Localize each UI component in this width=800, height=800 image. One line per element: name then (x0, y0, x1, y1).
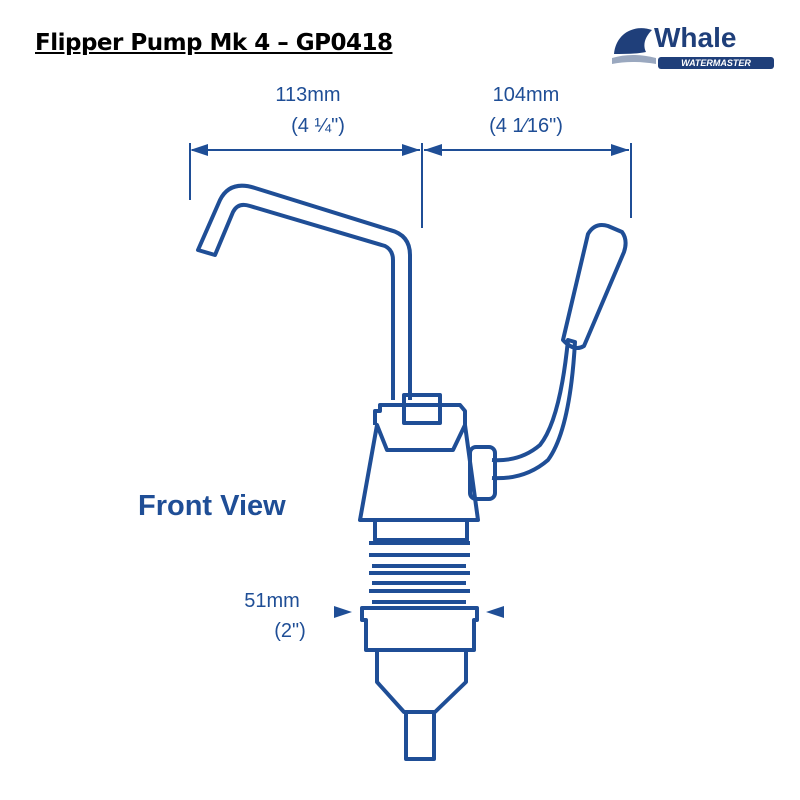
neck (373, 518, 469, 542)
dimension-arrows (190, 144, 629, 618)
spout-collar (402, 393, 442, 425)
page-title: Flipper Pump Mk 4 – GP0418 (35, 30, 393, 56)
logo-sub-text: WATERMASTER (681, 58, 751, 68)
threads (369, 541, 470, 604)
spout-reach-metric: 113mm (275, 84, 341, 106)
view-label: Front View (138, 490, 286, 522)
logo-brand-text: Whale (654, 22, 736, 53)
base-diameter-imperial: (2") (274, 620, 306, 642)
handle-reach-metric: 104mm (492, 84, 560, 106)
handle-grip (561, 223, 628, 350)
collar (360, 606, 479, 652)
inlet-stem (404, 710, 436, 761)
pump-body (358, 423, 480, 522)
handle-lever (491, 338, 577, 481)
funnel (375, 650, 468, 714)
spout-reach-imperial: (4 ¼") (291, 115, 345, 137)
whale-logo: Whale WATERMASTER (612, 18, 782, 72)
dimension-lines (189, 143, 632, 228)
handle-reach-imperial: (4 1⁄16") (489, 115, 563, 137)
base-diameter-metric: 51mm (244, 590, 300, 612)
spout (196, 183, 412, 400)
top-cap (373, 403, 467, 425)
